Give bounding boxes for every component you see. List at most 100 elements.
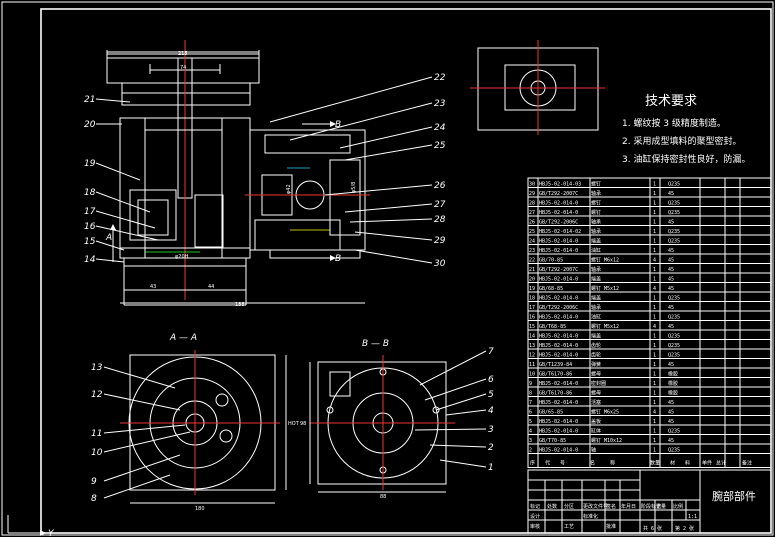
bom-cell: 14: [529, 334, 535, 340]
bom-header-cell: 料: [685, 460, 690, 467]
callout-6: 6: [488, 375, 494, 385]
sheet-total: 共 6 张: [643, 525, 662, 532]
section-mark-a: A: [105, 233, 112, 243]
bom-cell: 45: [668, 419, 674, 425]
bom-cell: GB/T70-85: [539, 438, 566, 444]
section-aa-label: A — A: [169, 333, 197, 343]
bom-cell: 1: [653, 391, 656, 397]
bom-cell: HBJ5-02-014-0: [539, 334, 578, 340]
callout-28: 28: [434, 215, 446, 225]
bom-cell: GB/T292-2007C: [539, 267, 578, 273]
bom-cell: 21: [529, 267, 535, 273]
bom-cell: HBJ5-02-014-02: [539, 229, 581, 235]
callout-19: 19: [84, 159, 96, 169]
tb-label-biaozhunhua: 标准化: [583, 513, 598, 520]
main-left-callouts: 21 20 19 18 17 16 15 14: [84, 95, 159, 265]
bom-cell: 油缸: [591, 247, 601, 254]
bom-cell: HBJ5-02-014-0: [539, 381, 578, 387]
bom-cell: 15: [529, 324, 535, 330]
bom-cell: 45: [668, 362, 674, 368]
svg-text:43: 43: [150, 284, 156, 290]
svg-text:88: 88: [380, 494, 386, 500]
bom-cell: 螺钉 M6x12: [591, 257, 619, 264]
bom-cell: 24: [529, 239, 535, 245]
bom-cell: Q235: [668, 334, 680, 340]
bom-cell: 4: [653, 286, 656, 292]
detail-view: [470, 40, 605, 135]
aa-callouts: 13 12 11 10 9 8: [91, 363, 191, 504]
bom-header-cell: 材: [670, 460, 675, 467]
callout-13: 13: [91, 363, 103, 373]
bom-cell: 1: [653, 201, 656, 207]
svg-text:HOT: HOT: [288, 421, 300, 427]
bom-cell: GB/T68-85: [539, 324, 566, 330]
bom-cell: 螺钉 M10x12: [591, 437, 622, 444]
callout-14: 14: [84, 255, 96, 265]
bom-cell: 螺母: [591, 390, 601, 397]
bom-cell: 10: [529, 372, 535, 378]
bom-cell: 19: [529, 286, 535, 292]
bom-cell: HBJ5-02-014-0: [539, 419, 578, 425]
bom-cell: Q235: [668, 353, 680, 359]
tb-label-shenhe: 审核: [530, 523, 540, 530]
bom-cell: 橡胶: [668, 380, 678, 387]
bom-cell: 45: [668, 248, 674, 254]
bom-cell: 1: [653, 448, 656, 454]
bom-cell: 轴: [591, 447, 596, 454]
bom-cell: Q235: [668, 448, 680, 454]
title-block: 腕部部件 标记 处数 分区 更改文件号 签名 年月日 设计 标准化 阶段标记 重…: [527, 469, 772, 534]
bom-cell: 1: [653, 239, 656, 245]
bom-cell: HBJ5-02-014-0: [539, 429, 578, 435]
bom-cell: 26: [529, 220, 535, 226]
bom-cell: 45: [668, 267, 674, 273]
bom-cell: Q235: [668, 229, 680, 235]
bom-cell: 45: [668, 410, 674, 416]
bom-cell: 5: [529, 419, 532, 425]
bom-cell: GB/65-85: [539, 410, 563, 416]
callout-8: 8: [91, 494, 97, 504]
bom-cell: 45: [668, 286, 674, 292]
bom-cell: 1: [653, 210, 656, 216]
tb-label-nianyue: 年月日: [621, 503, 636, 510]
callout-21: 21: [84, 95, 95, 105]
section-mark-b-bottom: B: [335, 254, 341, 264]
callout-23: 23: [434, 99, 446, 109]
bom-cell: Q235: [668, 296, 680, 302]
callout-2: 2: [488, 443, 494, 453]
tech-req-1: 1. 螺纹按 3 级精度制造。: [622, 117, 726, 129]
callout-15: 15: [84, 237, 96, 247]
bom-cell: 20: [529, 277, 535, 283]
bom-cell: Q235: [668, 429, 680, 435]
bom-cell: 1: [653, 305, 656, 311]
bom-cell: 弹簧: [591, 361, 601, 368]
bom-cell: 22: [529, 258, 535, 264]
bom-cell: 缸体: [591, 428, 601, 435]
bom-cell: 齿轮: [591, 352, 601, 359]
axis-y-label: Y: [48, 529, 55, 537]
tb-label-bili: 比例: [673, 503, 683, 510]
bom-cell: HBJ5-02-014-0: [539, 400, 578, 406]
tb-label-zhongliang: 重量: [656, 503, 666, 510]
bom-cell: 端盖: [591, 333, 601, 340]
bom-cell: 11: [529, 362, 535, 368]
bom-cell: 4: [653, 410, 656, 416]
bom-cell: 螺钉 M6x25: [591, 409, 619, 416]
bom-cell: 1: [653, 381, 656, 387]
bom-cell: 17: [529, 305, 535, 311]
bom-cell: 端盖: [591, 238, 601, 245]
bom-cell: Q235: [668, 201, 680, 207]
bom-cell: 4: [529, 429, 532, 435]
svg-text:74: 74: [180, 65, 186, 71]
bom-cell: GB/T292-2006C: [539, 220, 578, 226]
bom-cell: 1: [653, 191, 656, 197]
bom-cell: 橡胶: [668, 371, 678, 378]
bom-cell: 45: [668, 220, 674, 226]
callout-30: 30: [434, 259, 446, 269]
section-aa-view: A — A 180 HOT: [120, 333, 300, 512]
tb-label-pizhun: 批准: [606, 523, 616, 530]
bom-cell: 45: [668, 305, 674, 311]
svg-text:188: 188: [235, 302, 245, 308]
bom-cell: 1: [653, 372, 656, 378]
bom-cell: 8: [529, 391, 532, 397]
